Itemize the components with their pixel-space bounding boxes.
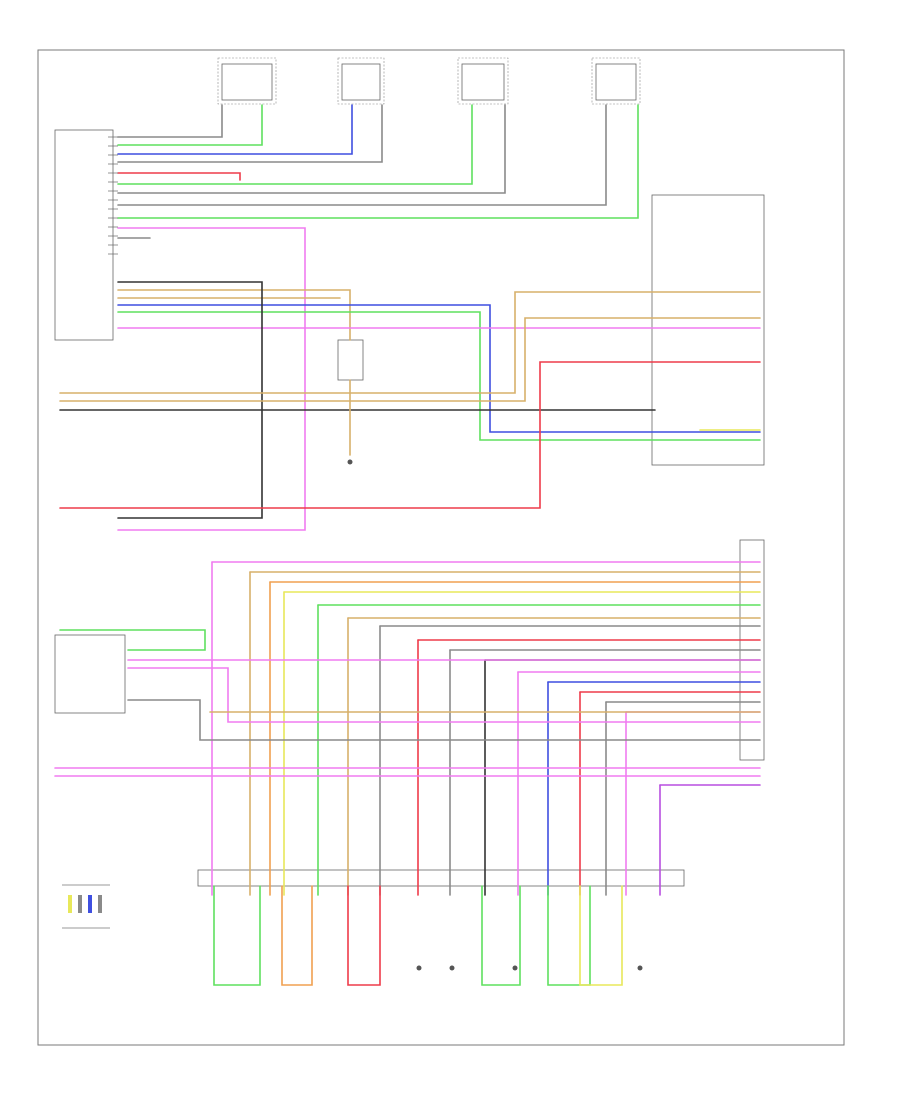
sensor-loop [213,885,261,986]
junction-connector [337,339,364,381]
sensor-3 [461,63,505,101]
wire-s3-b [117,104,506,194]
wire-s3-a [117,104,473,185]
sensor-loop [481,885,521,986]
wire-ps-gray [127,699,761,741]
wire-s4-b [117,104,639,219]
wire-tan-4 [59,317,761,402]
ground-symbols [347,459,643,971]
sensor-4 [595,63,637,101]
diagram-frame [37,49,845,1046]
wire-s4-a [117,104,607,206]
sensor-loop [281,885,313,986]
wire-s1-b [117,104,263,146]
wire-ps-pink2 [127,667,761,723]
controller-connector-strip [197,869,685,887]
wire-black-mid [117,281,263,519]
sensor-loop [579,885,623,986]
sensor-loop [547,885,591,986]
wire-s2-b [117,104,383,163]
legend-marks [62,884,110,929]
wire-tan-1 [117,289,351,341]
loop-layer [213,885,623,986]
wire-layer [54,104,761,896]
wire-s1-a [117,104,223,138]
wire-blue-mid [117,304,761,433]
sensor-1 [221,63,273,101]
wire-tan-3 [59,291,761,394]
sensor-loop [347,885,381,986]
sensor-2 [341,63,381,101]
wire-s2-a [117,104,353,155]
brake-actuator-module [54,129,114,341]
sensor-group-top [217,57,641,105]
wire-red-mid [59,361,761,509]
wire-s2-c [117,172,241,181]
wire-green-mid [117,311,761,441]
pin-layer [108,136,118,255]
ecu-right-top [651,194,765,466]
wire-pink-top [117,227,306,531]
pressure-sensor-box [54,634,126,714]
wire-ps-green [59,629,206,651]
